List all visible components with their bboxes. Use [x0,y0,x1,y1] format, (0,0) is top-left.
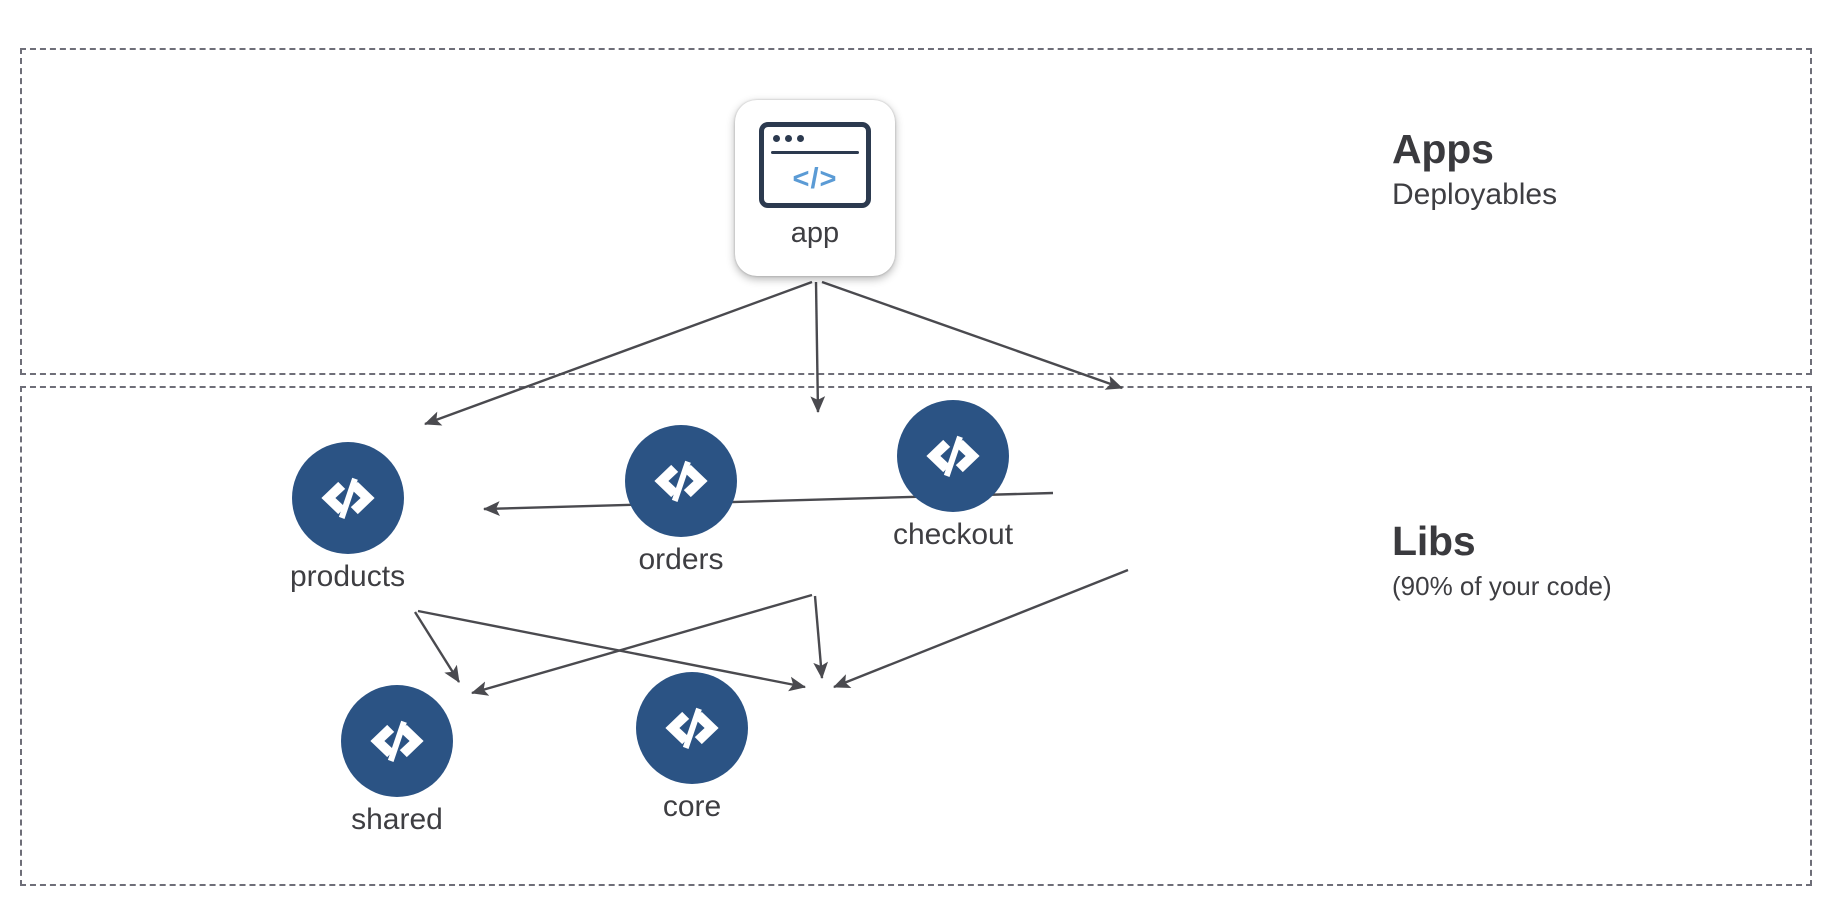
node-shared-label: shared [351,803,443,836]
code-icon [291,442,404,554]
browser-code-icon: </> [759,122,871,208]
node-app[interactable]: </> app [735,100,895,276]
legend-libs-title: Libs [1392,518,1476,564]
node-checkout-label: checkout [893,518,1014,551]
legend-libs: Libs (90% of your code) [1392,518,1612,603]
code-icon [625,425,737,537]
node-core-label: core [662,790,722,823]
node-core[interactable]: core [636,672,748,822]
code-glyph: </> [792,162,838,195]
node-products[interactable]: products [290,442,405,592]
legend-apps: Apps Deployables [1392,126,1558,213]
browser-divider [771,151,859,154]
legend-apps-title: Apps [1392,126,1494,172]
node-orders[interactable]: orders [625,425,737,575]
node-orders-label: orders [638,543,724,576]
code-icon [636,672,748,784]
node-checkout[interactable]: checkout [893,400,1013,550]
node-app-label: app [790,217,840,249]
node-shared[interactable]: shared [341,685,453,835]
browser-dots-icon [773,135,804,142]
legend-apps-subtitle: Deployables [1392,178,1558,212]
legend-libs-subtitle: (90% of your code) [1392,571,1612,602]
code-icon [341,685,453,797]
node-products-label: products [290,560,406,593]
code-icon [897,400,1010,512]
